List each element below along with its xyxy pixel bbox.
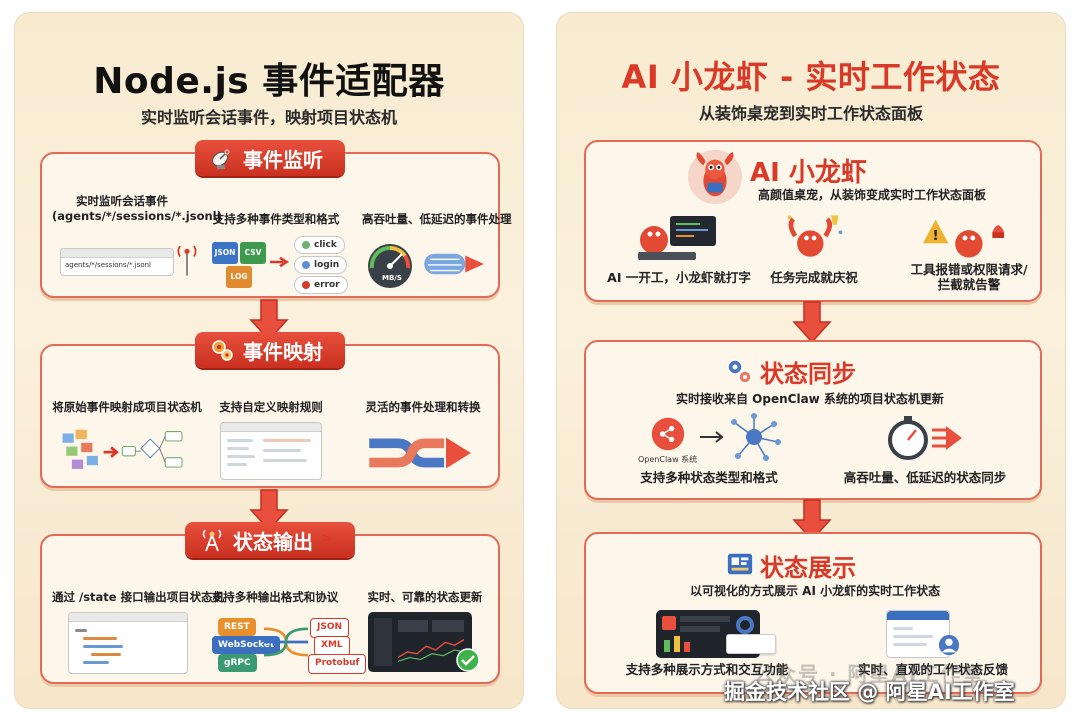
left-title: Node.js 事件适配器 [93, 61, 445, 102]
caption: 支持多种输出格式和协议 [211, 590, 339, 604]
lobster-icon [687, 149, 743, 205]
event-map-banner: 事件映射 [195, 332, 345, 368]
feedback-window [886, 610, 950, 658]
caption: 支持多种事件类型和格式 [212, 212, 340, 226]
gears-icon [212, 340, 233, 361]
lobster-celebrate-icon [787, 215, 843, 257]
event-map-title: 事件映射 [243, 339, 323, 364]
format-json: JSON [310, 618, 350, 638]
state-sync-card: 状态同步 实时接收来自 OpenClaw 系统的项目状态机更新 OpenClaw… [584, 340, 1042, 500]
format-protobuf: Protobuf [308, 654, 367, 674]
event-listen-card: 事件监听 实时监听会话事件 (agents/*/sessions/*.jsonl… [40, 140, 512, 298]
json-file-icon: JSON [212, 242, 238, 264]
arrow-down-icon [792, 499, 832, 542]
caption: 支持自定义映射规则 [219, 400, 323, 414]
user-avatar-icon [938, 634, 960, 656]
caption: 任务完成就庆祝 [770, 270, 858, 285]
caption: 支持多种状态类型和格式 [640, 470, 778, 485]
left-subtitle: 实时监听会话事件，映射项目状态机 [140, 108, 397, 127]
csv-file-icon: CSV [240, 242, 266, 264]
footer-credit: 掘金技术社区 @ 阿星AI工作室 [724, 680, 1015, 704]
event-error-pill: error [294, 276, 348, 294]
lobster-section-title: AI 小龙虾 [750, 158, 867, 188]
protocol-grpc: gRPC [218, 654, 257, 672]
antenna-tower-icon [202, 529, 222, 552]
state-display-title: 状态展示 [760, 554, 856, 582]
caption: 通过 /state 接口输出项目状态机 [52, 590, 225, 604]
arrow-down-icon [249, 299, 289, 342]
state-display-desc: 以可视化的方式展示 AI 小龙虾的实时工作状态 [690, 584, 941, 598]
left-poster: Node.js 事件适配器 实时监听会话事件，映射项目状态机 事件监听 实时监听… [14, 12, 524, 709]
antenna-icon [177, 245, 197, 276]
transform-pipe-icon [369, 437, 471, 469]
caption: 实时、可靠的状态更新 [367, 590, 483, 604]
caption: 灵活的事件处理和转换 [365, 400, 481, 414]
protocol-websocket: WebSocket [212, 636, 281, 654]
lobster-typing-icon [638, 216, 716, 260]
openclaw-logo-icon [651, 417, 685, 451]
caption: 高吞吐量、低延迟的状态同步 [843, 470, 1007, 485]
state-sync-desc: 实时接收来自 OpenClaw 系统的项目状态机更新 [676, 392, 944, 406]
arrow-right-icon [270, 256, 290, 268]
fast-stream-icon [424, 253, 484, 275]
caption: 将原始事件映射成项目状态机 [52, 400, 202, 414]
protocol-routing-icon [264, 627, 308, 657]
protocol-rest: REST [218, 618, 256, 636]
lobster-card: AI 小龙虾 高颜值桌宠，从装饰变成实时工作状态面板 AI 一开工，小龙虾就打字… [584, 140, 1042, 302]
event-listen-banner: 事件监听 [195, 140, 345, 176]
lobster-desc: 高颜值桌宠，从装饰变成实时工作状态面板 [758, 188, 987, 202]
state-output-banner: 状态输出 [185, 522, 355, 558]
event-listen-title: 事件监听 [243, 147, 323, 172]
arrow-down-icon [792, 301, 832, 344]
state-output-title: 状态输出 [233, 529, 313, 554]
caption: 实时、直观的工作状态反馈 [857, 662, 1008, 677]
right-poster: AI 小龙虾 - 实时工作状态 从装饰桌宠到实时工作状态面板 AI 小龙虾 高颜… [556, 12, 1066, 709]
format-xml: XML [314, 636, 350, 656]
speed-gauge-icon [368, 244, 412, 288]
caption: 支持多种展示方式和交互功能 [625, 662, 789, 677]
lobster-alert-icon: ! [921, 217, 1005, 258]
log-file-icon: LOG [226, 266, 252, 288]
event-map-card: 事件映射 将原始事件映射成项目状态机 支持自定义映射规则 灵活的事件处理和转换 [40, 332, 500, 488]
gears-icon [727, 359, 752, 384]
state-sync-title: 状态同步 [760, 360, 856, 388]
sync-network-icon [700, 413, 781, 461]
right-subtitle: 从装饰桌宠到实时工作状态面板 [698, 104, 923, 123]
gauge-label: MB/S [382, 274, 402, 282]
display-popup [726, 634, 776, 654]
satellite-dish-icon [212, 149, 230, 169]
stopwatch-icon [888, 416, 962, 460]
caption: AI 一开工，小龙虾就打字 [607, 270, 751, 285]
openclaw-label: OpenClaw 系统 [638, 455, 698, 464]
dashboard-icon [727, 553, 753, 575]
right-title: AI 小龙虾 - 实时工作状态 [621, 58, 1001, 96]
realtime-dashboard [368, 612, 472, 672]
rules-editor-window [220, 422, 322, 480]
event-click-pill: click [294, 236, 345, 254]
mapping-flow-icon [62, 429, 183, 469]
svg-text:!: ! [933, 228, 939, 244]
state-api-window [68, 612, 188, 674]
signal-waves-icon [322, 534, 331, 546]
file-path-label: agents/*/sessions/*.jsonl [65, 261, 151, 269]
file-path-window: agents/*/sessions/*.jsonl [60, 248, 174, 276]
event-login-pill: login [294, 256, 348, 274]
arrow-down-icon [249, 489, 289, 532]
caption: 高吞吐量、低延迟的事件处理 [362, 212, 512, 226]
state-output-card: 状态输出 通过 /state 接口输出项目状态机 支持多种输出格式和协议 RES… [40, 522, 500, 684]
check-icon [456, 648, 480, 672]
caption: 工具报错或权限请求/ 拦截就告警 [910, 262, 1028, 292]
state-display-card: 状态展示 以可视化的方式展示 AI 小龙虾的实时工作状态 支持多种展示方式和交互… [584, 532, 1042, 694]
caption: 实时监听会话事件 (agents/*/sessions/*.jsonl) [52, 194, 222, 223]
watermark: 公众号 · 阿星AI工作室 [754, 662, 985, 686]
